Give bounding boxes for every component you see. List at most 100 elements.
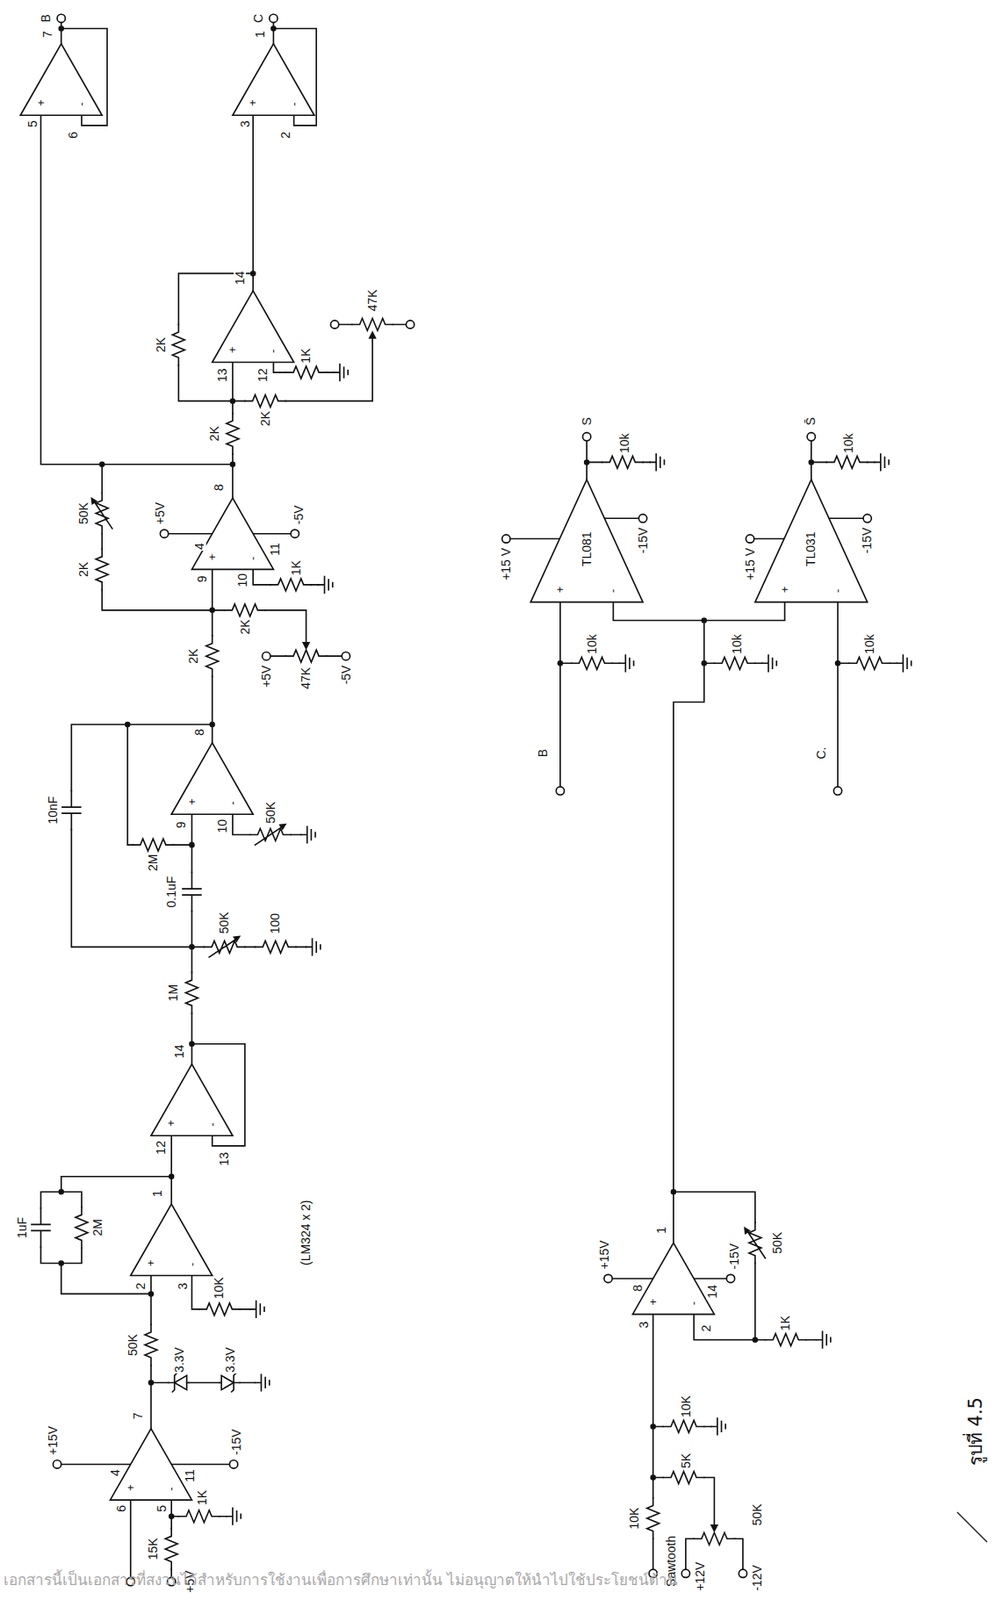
terminal-label: -15V [861,526,874,556]
resistor-symbol [352,318,393,332]
terminal [262,652,271,661]
resistor-symbol [95,548,109,590]
watermark: เอกสารนี้เป็นเอกสารที่สงวนไว้สำหรับการใช… [3,1571,678,1589]
pin-number: 6 [67,130,80,140]
polarity-sign: + [124,1483,137,1493]
component-value: 100 [269,912,282,936]
component-value: 50K [771,1231,784,1255]
terminal-label: +12V [693,1560,707,1592]
opamp-symbol [632,1242,714,1314]
component-value: 47K [366,288,379,312]
polarity-sign: + [647,1297,659,1307]
pin-number: 1 [253,29,267,39]
component-value: 10k [730,633,743,656]
resistor-symbol [172,324,185,366]
resistor-symbol [647,1498,660,1539]
polarity-sign: + [35,98,47,108]
polarity-sign: - [832,588,844,595]
terminal [863,514,872,523]
resistor-symbol [178,1510,219,1523]
terminal-label: +15V [46,1425,59,1457]
wire [71,676,306,947]
terminal [738,1569,747,1578]
terminal [269,14,278,22]
resistor-symbol [270,578,311,592]
ground-symbol [874,454,889,471]
terminal-label: +15V [598,1239,611,1270]
pin-number: 9 [175,820,188,829]
terminal [341,652,350,661]
junction-dot [649,1474,656,1481]
component-value: 2K [155,336,168,354]
junction-dot [808,459,815,466]
component-value: 50K [264,800,277,825]
ground-symbol [250,1301,265,1319]
junction-dot [188,1040,195,1047]
component-value: 5K [679,1452,693,1470]
pin-number: 14 [706,1283,719,1300]
terminal-label: +5V [153,501,166,527]
pot-wiper [302,330,719,1533]
resistor-symbol [826,455,867,469]
pin-number: 12 [155,1139,168,1156]
capacitor-symbol [31,791,202,1248]
resistor-symbol [206,635,219,677]
terminal [159,529,168,538]
junction-dot [701,660,708,667]
pin-number: 8 [631,1283,644,1293]
opamp-symbol [530,479,643,602]
pin-number: 8 [213,482,226,492]
pin-number: 11 [183,1468,196,1484]
variable-resistor-symbol [90,492,112,534]
polarity-sign: - [267,348,280,355]
junction-dot [649,1423,656,1430]
opamp-symbol [232,43,315,116]
pot-wiper [302,641,310,650]
polarity-sign: - [247,555,260,563]
pin-number: 4 [108,1468,122,1478]
terminal [405,320,414,329]
component-value: 2M [92,1218,105,1238]
pin-number: 4 [194,541,207,551]
resistor-symbol [663,1471,704,1485]
junction-dot [583,459,591,466]
polarity-sign: + [247,98,260,108]
polarity-sign: + [778,584,791,594]
junction-dot [57,25,65,32]
terminal-label: -15V [728,1242,742,1271]
component-value: 1K [779,1314,793,1332]
terminal-label: B [39,13,52,24]
wire [40,22,897,1579]
pin-number: 7 [42,29,55,39]
pin-number: 5 [26,119,39,129]
pin-number: 1 [151,1189,164,1198]
opamp-symbol [755,479,868,602]
resistor-symbol [165,1528,178,1570]
resistor-symbol [285,649,326,663]
ground-symbol [896,655,911,672]
resistor-symbol [185,972,198,1013]
terminal [745,534,754,543]
junction-dot [557,660,564,667]
polarity-sign: - [607,588,620,595]
resistor-symbol [144,1324,158,1365]
pin-number: 9 [195,574,209,584]
terminal [290,529,299,538]
component-value: 1K [195,1489,209,1507]
pin-number: 14 [233,270,246,287]
opamp-symbol [109,1428,192,1500]
wire [510,440,897,1570]
terminal [681,1569,690,1578]
capacitor-symbol [182,872,202,912]
component-value: 50K [750,1502,764,1527]
pin-number: 2 [279,130,292,140]
polarity-sign: - [227,800,239,807]
capacitor-symbol [31,1208,51,1248]
terminal-label: -5V [292,504,305,526]
terminal-label: +15 V [499,547,512,582]
pin-number: 14 [173,1043,187,1060]
component-value: 2K [208,425,221,442]
pin-number: 6 [115,1504,128,1514]
terminal-label: +5V [259,663,273,689]
pot-wiper [367,330,376,339]
